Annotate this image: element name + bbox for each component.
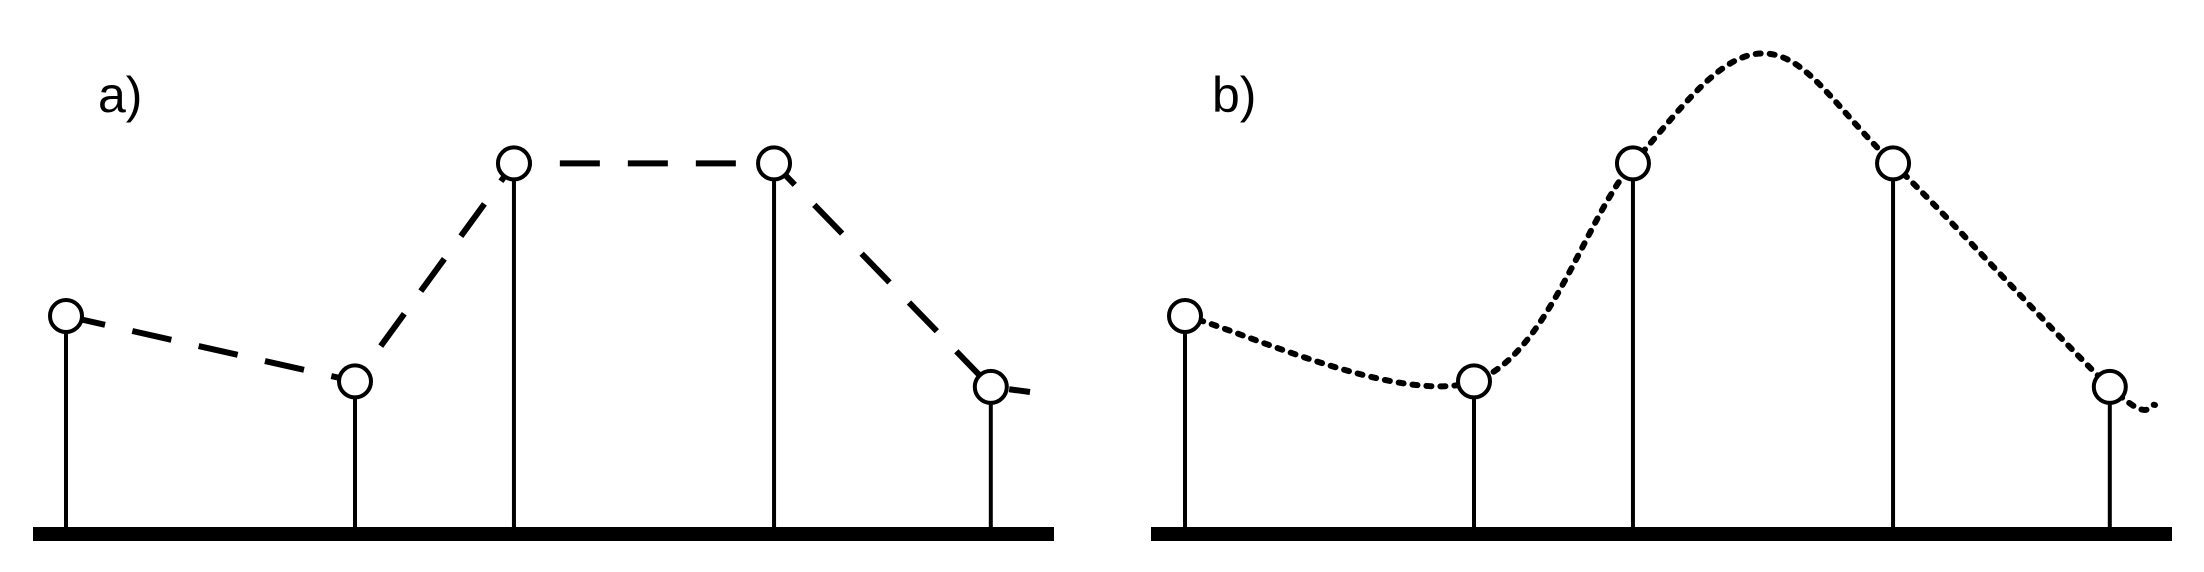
panel-a-label: a) [98,67,142,123]
sample-point-5 [2091,368,2128,405]
panel-a-stems [64,163,993,534]
panel-b-connecting-curve [1182,50,2158,413]
panel-a: a) [33,67,1054,541]
sample-point-1 [48,298,84,334]
sample-point-4 [756,145,793,182]
sample-point-5 [972,368,1009,405]
panel-a-sample-points [48,145,1009,405]
sample-point-2 [337,363,373,400]
panel-b: b) [1151,50,2172,541]
panel-a-connecting-line [65,160,1031,395]
sample-point-3 [1614,145,1651,182]
sample-point-2 [1456,363,1492,400]
sample-point-4 [1875,145,1912,182]
panel-b-sample-points [1167,145,2128,405]
panel-b-label: b) [1212,67,1256,123]
panel-b-stems [1183,163,2112,534]
sample-point-3 [495,145,532,182]
sample-point-1 [1167,298,1203,334]
